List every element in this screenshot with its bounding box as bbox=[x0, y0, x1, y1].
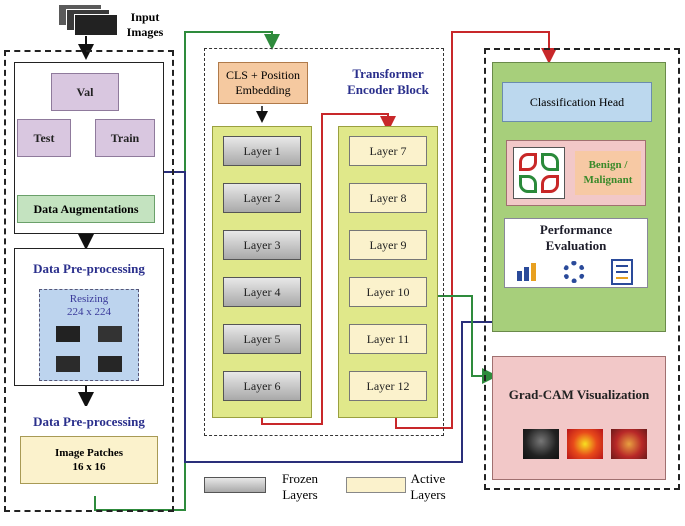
result-box: Benign / Malignant bbox=[506, 140, 646, 206]
data-split-section: Val Test Train Data Augmentations bbox=[14, 62, 164, 234]
gear-icon bbox=[563, 261, 585, 283]
gradcam-overlay-thumb bbox=[611, 429, 647, 459]
frozen-column bbox=[212, 126, 312, 418]
performance-section: Performance Evaluation bbox=[504, 218, 648, 288]
resized-thumb-4 bbox=[98, 356, 122, 372]
encoder-layer-frozen-2: Layer 2 bbox=[223, 183, 301, 213]
encoder-layer-active-4: Layer 10 bbox=[349, 277, 427, 307]
encoder-layer-frozen-3: Layer 3 bbox=[223, 230, 301, 260]
augmentation-box: Data Augmentations bbox=[17, 195, 155, 223]
legend-active-label: Active Layers bbox=[410, 471, 446, 502]
preprocessing-section-2: Data Pre-processing Image Patches 16 x 1… bbox=[10, 406, 168, 496]
encoder-layer-active-1: Layer 7 bbox=[349, 136, 427, 166]
input-images-icon bbox=[58, 4, 120, 38]
encoder-layer-active-5: Layer 11 bbox=[349, 324, 427, 354]
classification-head-box: Classification Head bbox=[502, 82, 652, 122]
encoder-layer-frozen-1: Layer 1 bbox=[223, 136, 301, 166]
cls-embedding-box: CLS + Position Embedding bbox=[218, 62, 308, 104]
encoder-layer-active-3: Layer 9 bbox=[349, 230, 427, 260]
gradcam-title: Grad-CAM Visualization bbox=[508, 387, 650, 402]
chart-analysis-icon bbox=[515, 261, 541, 283]
benign-malignant-label: Benign / Malignant bbox=[575, 151, 641, 195]
resizing-label: Resizing 224 x 224 bbox=[67, 293, 111, 318]
train-box: Train bbox=[95, 119, 155, 157]
gradcam-heatmap-thumb bbox=[567, 429, 603, 459]
encoder-layer-active-2: Layer 8 bbox=[349, 183, 427, 213]
input-images-label: Input Images bbox=[126, 10, 164, 39]
resizing-panel: Resizing 224 x 224 bbox=[39, 289, 139, 381]
right-panel bbox=[484, 48, 680, 490]
encoder-title: Transformer Encoder Block bbox=[347, 66, 429, 97]
gradcam-section: Grad-CAM Visualization bbox=[492, 356, 666, 480]
encoder-panel bbox=[204, 48, 444, 436]
legend-frozen-swatch bbox=[204, 477, 266, 493]
checklist-icon bbox=[611, 259, 633, 285]
val-box: Val bbox=[51, 73, 119, 111]
legend-active-swatch bbox=[346, 477, 406, 493]
active-column bbox=[338, 126, 438, 418]
preprocessing-title-2: Data Pre-processing bbox=[33, 414, 145, 429]
test-box: Test bbox=[17, 119, 71, 157]
preprocessing-title-1: Data Pre-processing bbox=[33, 261, 145, 276]
resized-thumb-3 bbox=[56, 356, 80, 372]
performance-title: Performance Evaluation bbox=[539, 222, 613, 253]
classifier-icon bbox=[513, 147, 565, 199]
left-panel bbox=[4, 50, 174, 512]
preprocessing-section-1: Data Pre-processing Resizing 224 x 224 bbox=[14, 248, 164, 386]
encoder-layer-active-6: Layer 12 bbox=[349, 371, 427, 401]
resized-thumb-2 bbox=[98, 326, 122, 342]
gradcam-original-thumb bbox=[523, 429, 559, 459]
encoder-layer-frozen-6: Layer 6 bbox=[223, 371, 301, 401]
encoder-layer-frozen-5: Layer 5 bbox=[223, 324, 301, 354]
legend-frozen-label: Frozen Layers bbox=[281, 471, 319, 502]
image-patches-box: Image Patches 16 x 16 bbox=[20, 436, 158, 484]
encoder-layer-frozen-4: Layer 4 bbox=[223, 277, 301, 307]
resized-thumb-1 bbox=[56, 326, 80, 342]
